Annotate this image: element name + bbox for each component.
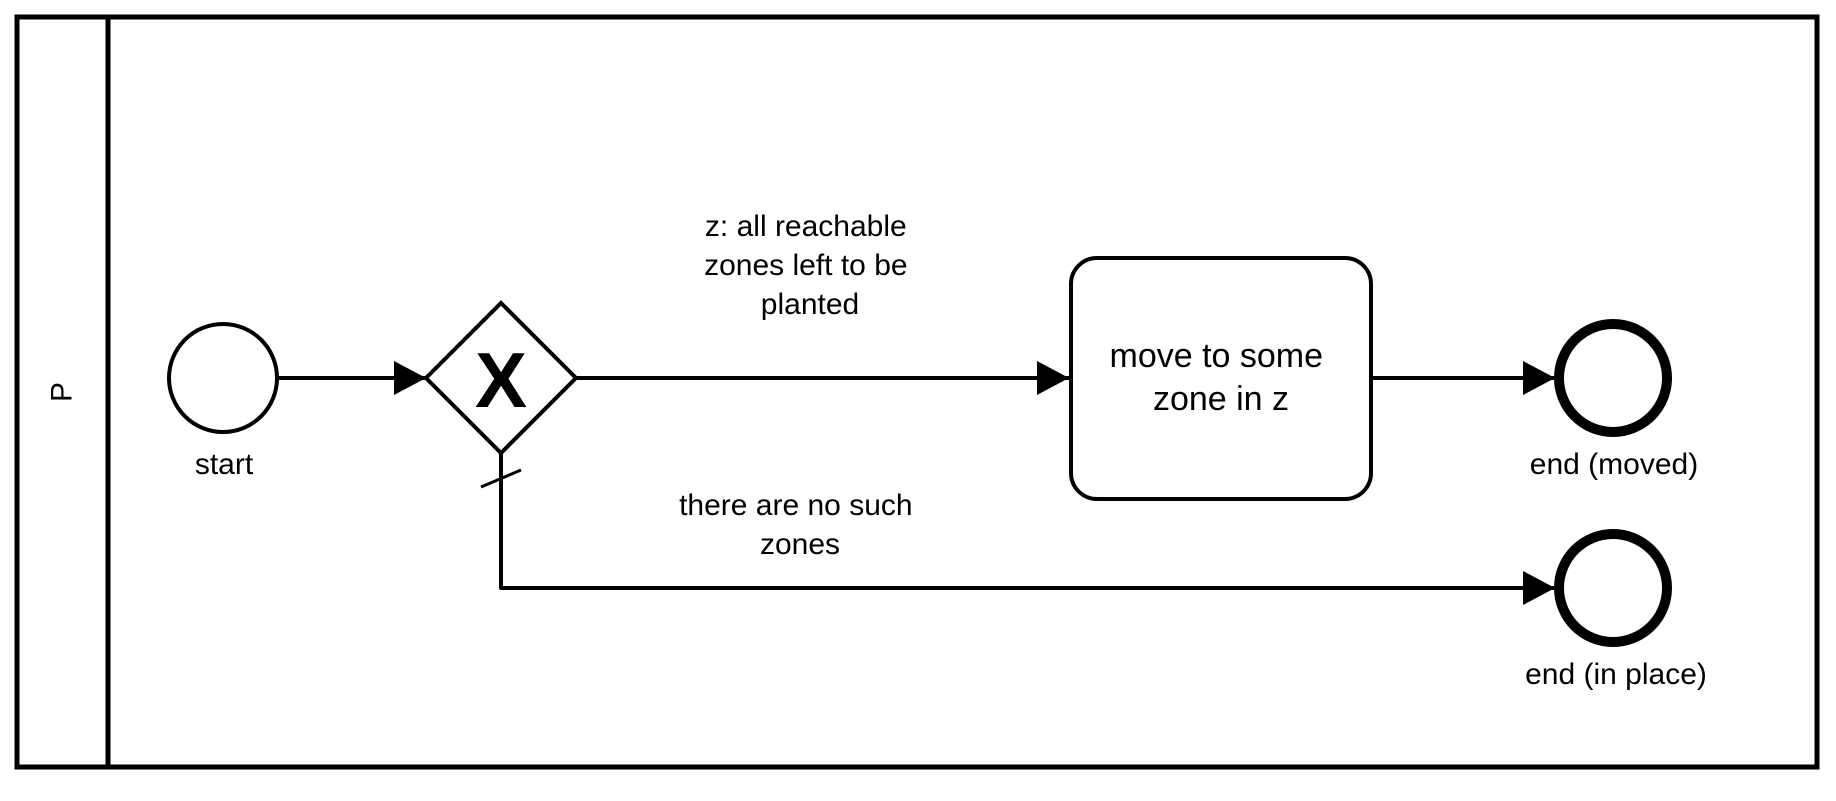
gateway-x-marker-icon: X (475, 336, 527, 424)
default-flow-marker (480, 468, 522, 489)
arrowhead-icon (394, 361, 426, 395)
start-event-circle (167, 322, 279, 434)
flow-gateway-to-task[interactable] (576, 361, 1069, 395)
pool-border (14, 14, 1820, 770)
default-flow-label-line-1: there are no such (679, 489, 912, 522)
exclusive-gateway[interactable]: X (423, 300, 579, 456)
task-label: move to some zone in z (1110, 337, 1333, 418)
gateway-diamond (423, 300, 579, 456)
flow-to-task-label-line-1: z: all reachable (705, 210, 907, 243)
arrowhead-icon (1037, 361, 1069, 395)
task-move-to-zone[interactable]: move to some zone in z (1069, 256, 1373, 501)
arrowhead-icon (1523, 571, 1555, 605)
task-box (1069, 256, 1373, 501)
flow-task-to-end-moved[interactable] (1373, 361, 1555, 395)
pool[interactable]: P (14, 14, 1820, 770)
flow-to-task-label-line-3: planted (761, 288, 859, 321)
default-flow-label-line-2: zones (760, 528, 840, 561)
default-flow-label: there are no such zones (679, 489, 921, 561)
end-event-in-place-label: end (in place) (1525, 658, 1707, 691)
flow-to-task-label: z: all reachable zones left to be plante… (704, 210, 916, 321)
flow-default-to-end-in-place[interactable] (480, 453, 1555, 605)
flow-to-task-label-line-2: zones left to be (704, 249, 907, 282)
end-event-moved[interactable] (1554, 319, 1672, 437)
start-event[interactable] (167, 322, 279, 434)
arrowhead-icon (1523, 361, 1555, 395)
flow-start-to-gateway[interactable] (278, 361, 427, 395)
task-label-line-1: move to some (1110, 337, 1324, 375)
start-event-label: start (195, 448, 254, 481)
end-event-in-place-circle (1554, 529, 1672, 647)
end-event-moved-circle (1554, 319, 1672, 437)
pool-label: P (46, 382, 79, 402)
task-label-line-2: zone in z (1153, 380, 1289, 418)
end-event-in-place[interactable] (1554, 529, 1672, 647)
end-event-moved-label: end (moved) (1530, 448, 1698, 481)
